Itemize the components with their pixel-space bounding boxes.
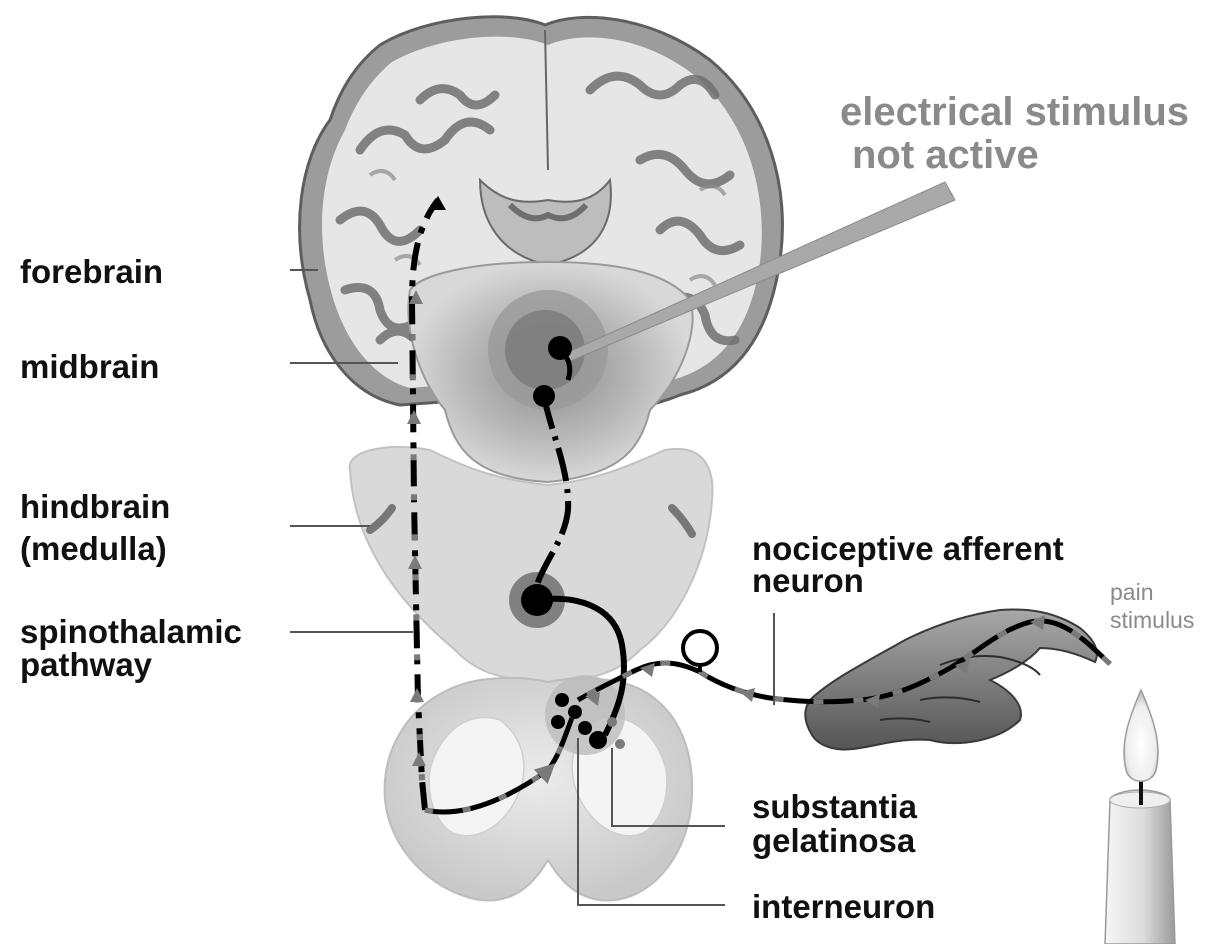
label-pain-line1: pain <box>1110 579 1153 605</box>
label-substantia-line2: gelatinosa <box>752 822 916 859</box>
label-electrical-stimulus: electrical stimulus not active <box>840 90 1189 177</box>
medulla-section-icon <box>350 447 713 682</box>
label-forebrain: forebrain <box>20 253 163 290</box>
label-hindbrain-line2: (medulla) <box>20 530 167 567</box>
label-hindbrain: hindbrain (medulla) <box>20 488 170 567</box>
label-forebrain-text: forebrain <box>20 253 163 290</box>
spinal-cord-section-icon <box>385 675 693 900</box>
label-pain-stimulus: pain stimulus <box>1110 579 1194 633</box>
label-spinothalamic-line2: pathway <box>20 646 153 683</box>
label-spinothalamic: spinothalamic pathway <box>20 613 242 683</box>
label-nociceptive: nociceptive afferent neuron <box>752 530 1064 599</box>
midbrain-section-icon <box>408 262 692 482</box>
label-interneuron-text: interneuron <box>752 888 935 925</box>
label-pain-line2: stimulus <box>1110 607 1194 633</box>
label-substantia: substantia gelatinosa <box>752 788 918 859</box>
label-hindbrain-line1: hindbrain <box>20 488 170 525</box>
label-interneuron: interneuron <box>752 888 935 925</box>
label-midbrain: midbrain <box>20 348 159 385</box>
label-midbrain-text: midbrain <box>20 348 159 385</box>
candle-icon <box>1105 690 1175 944</box>
hand-icon <box>805 610 1097 750</box>
label-substantia-line1: substantia <box>752 788 918 825</box>
label-electrical-line2: not active <box>852 133 1039 177</box>
label-electrical-line1: electrical stimulus <box>840 90 1189 134</box>
label-nociceptive-line2: neuron <box>752 562 864 599</box>
label-spinothalamic-line1: spinothalamic <box>20 613 242 650</box>
